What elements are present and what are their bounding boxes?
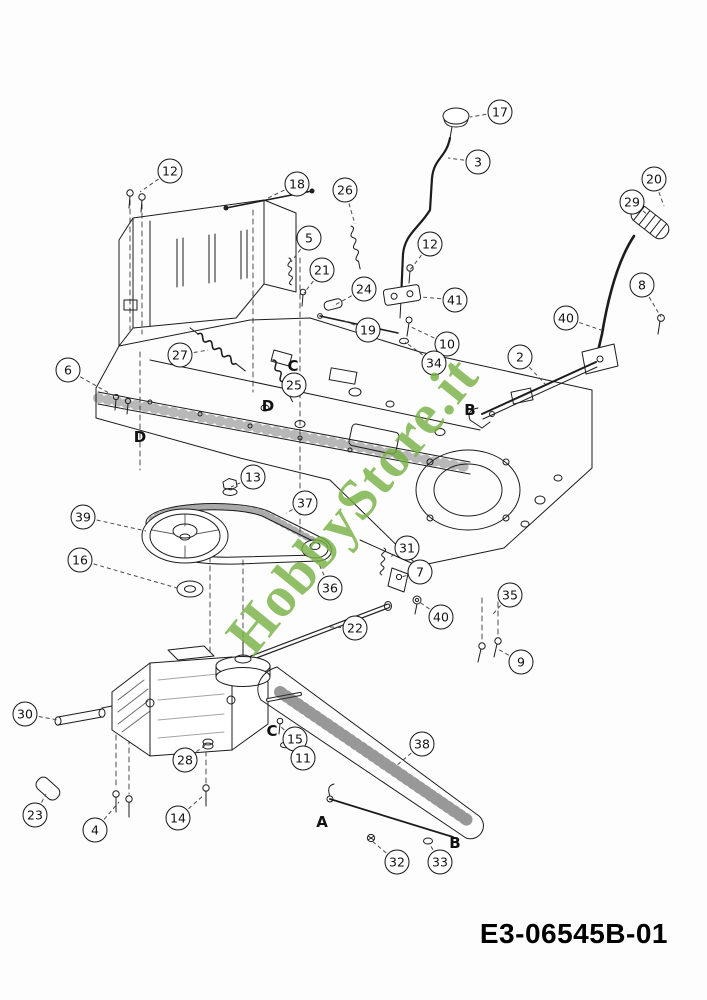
callout-40: 40 bbox=[553, 305, 579, 331]
spring-5 bbox=[287, 257, 293, 286]
axle-rod-22 bbox=[235, 601, 392, 666]
brake-rod bbox=[329, 798, 454, 838]
callout-35: 35 bbox=[497, 582, 523, 608]
rod-30 bbox=[57, 708, 103, 718]
callout-4: 4 bbox=[82, 817, 108, 843]
callout-8: 8 bbox=[629, 272, 655, 298]
callout-12: 12 bbox=[417, 231, 443, 257]
knob-17 bbox=[442, 107, 470, 125]
callout-36: 36 bbox=[317, 575, 343, 601]
callout-26: 26 bbox=[332, 177, 358, 203]
callout-18: 18 bbox=[284, 171, 310, 197]
callout-9: 9 bbox=[508, 649, 534, 675]
callout-6: 6 bbox=[55, 357, 81, 383]
letter-label-C: C bbox=[266, 722, 278, 740]
callout-31: 31 bbox=[394, 535, 420, 561]
callout-12: 12 bbox=[157, 158, 183, 184]
callout-23: 23 bbox=[22, 802, 48, 828]
callout-39: 39 bbox=[70, 504, 96, 530]
letter-label-A: A bbox=[316, 813, 328, 831]
callout-22: 22 bbox=[342, 615, 368, 641]
callout-5: 5 bbox=[296, 225, 322, 251]
callout-24: 24 bbox=[351, 276, 377, 302]
spring-31 bbox=[379, 547, 386, 576]
transaxle-assembly bbox=[35, 601, 484, 845]
callout-11: 11 bbox=[290, 745, 316, 771]
letter-label-D: D bbox=[261, 397, 275, 415]
callout-7: 7 bbox=[407, 559, 433, 585]
brake-linkage bbox=[189, 257, 422, 403]
letter-label-B: B bbox=[464, 401, 476, 419]
belt-38-hatch bbox=[274, 686, 476, 828]
callout-40: 40 bbox=[428, 604, 454, 630]
callout-37: 37 bbox=[292, 490, 318, 516]
callout-30: 30 bbox=[12, 701, 38, 727]
callout-17: 17 bbox=[487, 99, 513, 125]
callout-29: 29 bbox=[619, 189, 645, 215]
callout-34: 34 bbox=[421, 350, 447, 376]
letter-label-C: C bbox=[287, 357, 299, 375]
part-number-label: E3-06545B-01 bbox=[479, 918, 668, 949]
spring-27 bbox=[189, 327, 246, 372]
callout-21: 21 bbox=[309, 257, 335, 283]
callout-25: 25 bbox=[281, 372, 307, 398]
callout-19: 19 bbox=[355, 317, 381, 343]
callout-16: 16 bbox=[67, 547, 93, 573]
callout-3: 3 bbox=[465, 149, 491, 175]
callout-33: 33 bbox=[427, 849, 453, 875]
callout-41: 41 bbox=[442, 287, 468, 313]
chassis-frame bbox=[93, 199, 593, 567]
callout-2: 2 bbox=[507, 344, 533, 370]
washer-16 bbox=[176, 580, 204, 598]
letter-label-B: B bbox=[449, 834, 461, 852]
callout-32: 32 bbox=[384, 849, 410, 875]
belt-38 bbox=[257, 666, 484, 840]
callout-20: 20 bbox=[641, 166, 667, 192]
spring-26 bbox=[350, 225, 361, 270]
callout-28: 28 bbox=[172, 747, 198, 773]
callout-13: 13 bbox=[240, 464, 266, 490]
callout-38: 38 bbox=[409, 731, 435, 757]
letter-label-D: D bbox=[133, 428, 147, 446]
callout-14: 14 bbox=[165, 805, 191, 831]
control-rod-assembly bbox=[126, 107, 470, 319]
bracket-41 bbox=[382, 284, 422, 306]
callout-27: 27 bbox=[167, 342, 193, 368]
